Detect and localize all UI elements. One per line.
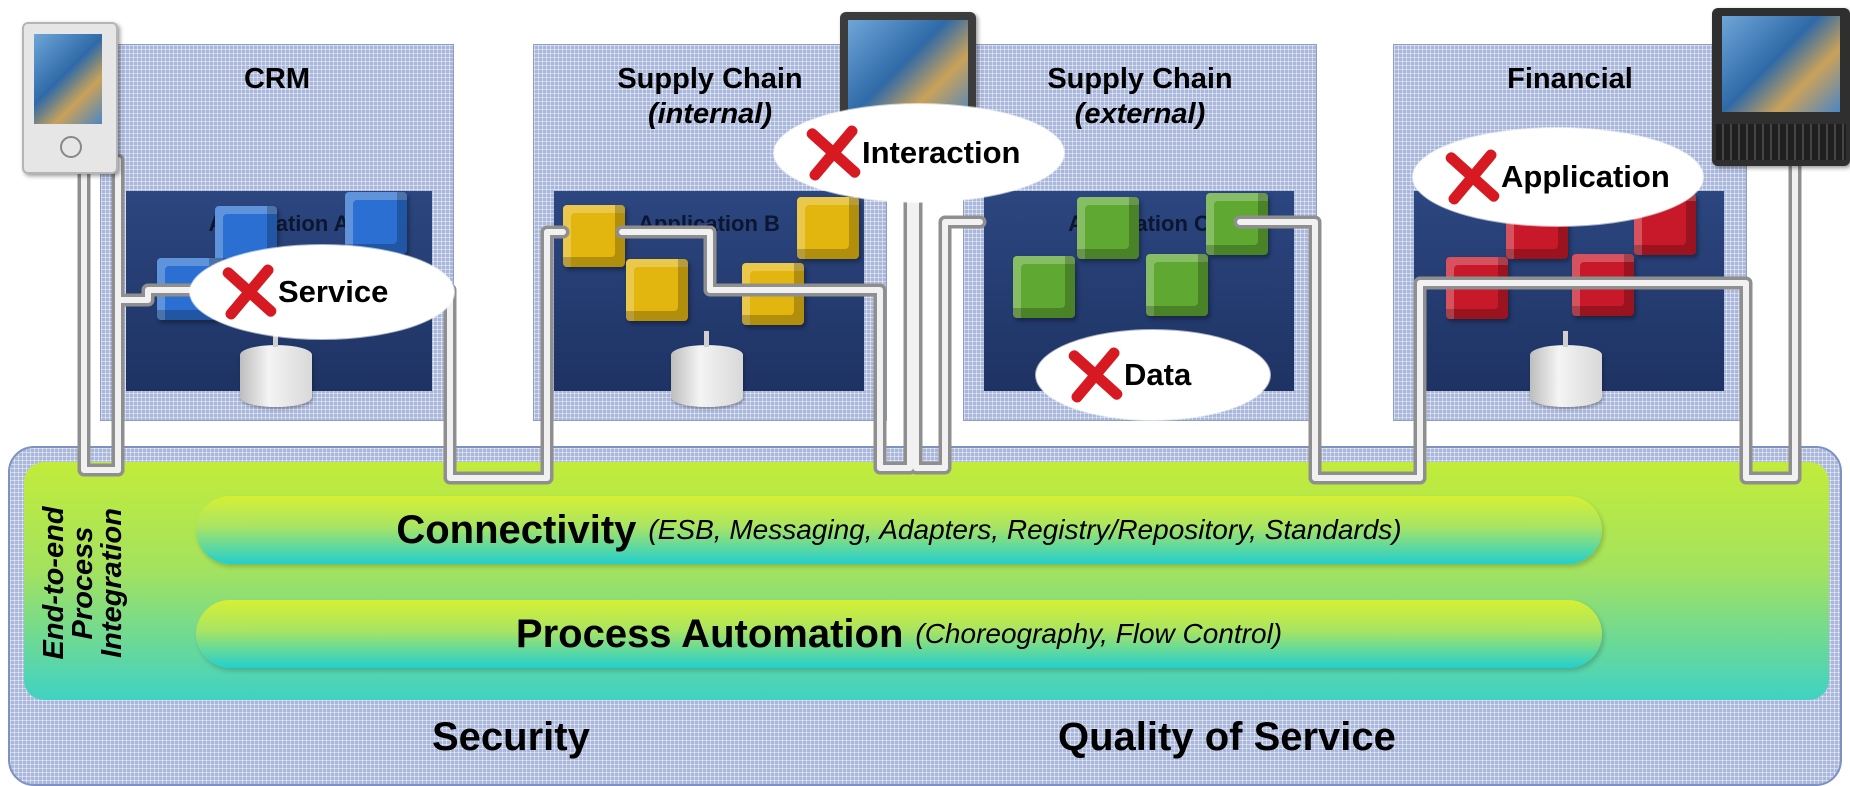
side-label-line: Process <box>67 526 99 640</box>
callout-service: Service <box>190 245 454 339</box>
end-to-end-label: End-to-end Process Integration <box>38 493 160 673</box>
database-cylinder-icon <box>240 331 312 407</box>
side-label-line: Integration <box>96 508 128 658</box>
callout-label: Application <box>1501 159 1670 194</box>
connectivity-band: Connectivity (ESB, Messaging, Adapters, … <box>196 496 1602 564</box>
panel-title: Supply Chain <box>617 63 803 95</box>
panel-subtitle: (internal) <box>647 98 773 130</box>
process-automation-band: Process Automation (Choreography, Flow C… <box>196 600 1602 668</box>
service-cube <box>1077 197 1139 259</box>
database-cylinder-icon <box>671 331 743 407</box>
callout-application: Application <box>1413 128 1703 226</box>
pda-device-icon <box>22 22 118 174</box>
service-cube <box>626 259 688 321</box>
x-mark-icon <box>1441 147 1501 207</box>
panel-subtitle: (external) <box>1074 98 1206 130</box>
service-cube <box>563 205 625 267</box>
band-subtitle: (Choreography, Flow Control) <box>915 618 1283 649</box>
panel-title: Financial <box>1507 63 1633 95</box>
callout-label: Interaction <box>862 135 1021 170</box>
panel-title: CRM <box>243 63 311 95</box>
panel-title: Supply Chain <box>1047 63 1233 95</box>
service-cube <box>797 197 859 259</box>
laptop-icon <box>1712 8 1850 166</box>
database-cylinder-icon <box>1530 331 1602 407</box>
service-cube <box>1146 254 1208 316</box>
band-subtitle: (ESB, Messaging, Adapters, Registry/Repo… <box>648 514 1402 545</box>
side-label-line: End-to-end <box>38 506 70 660</box>
callout-interaction: Interaction <box>774 104 1064 202</box>
band-title: Connectivity <box>396 507 637 552</box>
band-title: Process Automation <box>515 611 904 656</box>
service-cube <box>1013 256 1075 318</box>
security-label: Security <box>432 715 590 759</box>
x-mark-icon <box>218 262 278 322</box>
x-mark-icon <box>1064 345 1124 405</box>
callout-label: Service <box>278 274 389 309</box>
x-mark-icon <box>802 123 862 183</box>
quality-of-service-label: Quality of Service <box>1058 715 1396 759</box>
service-cube <box>345 192 407 254</box>
callout-label: Data <box>1124 357 1192 392</box>
callout-data: Data <box>1036 330 1270 420</box>
